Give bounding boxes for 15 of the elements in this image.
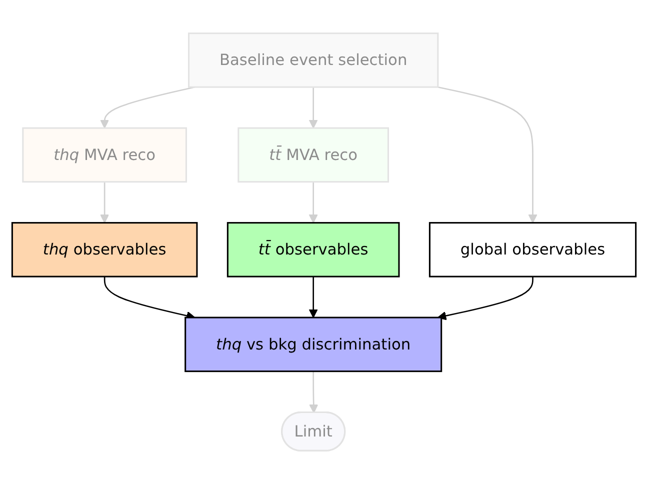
node-box: thq MVA reco [22,127,187,183]
arrow [308,182,318,224]
node-box: thq observables [11,222,198,278]
arrow [309,371,318,414]
node-box: Baseline event selection [188,32,439,88]
arrow [100,86,195,128]
arrow [100,182,110,224]
arrow [438,86,538,224]
arrow [308,276,318,318]
node-box: tt̄ observables [226,222,400,278]
node-box: global observables [428,222,637,278]
arrow [308,87,318,128]
arrow [437,276,534,320]
node-box: thq vs bkg discrimination [184,316,442,372]
node-box: tt̄ MVA reco [238,127,390,183]
